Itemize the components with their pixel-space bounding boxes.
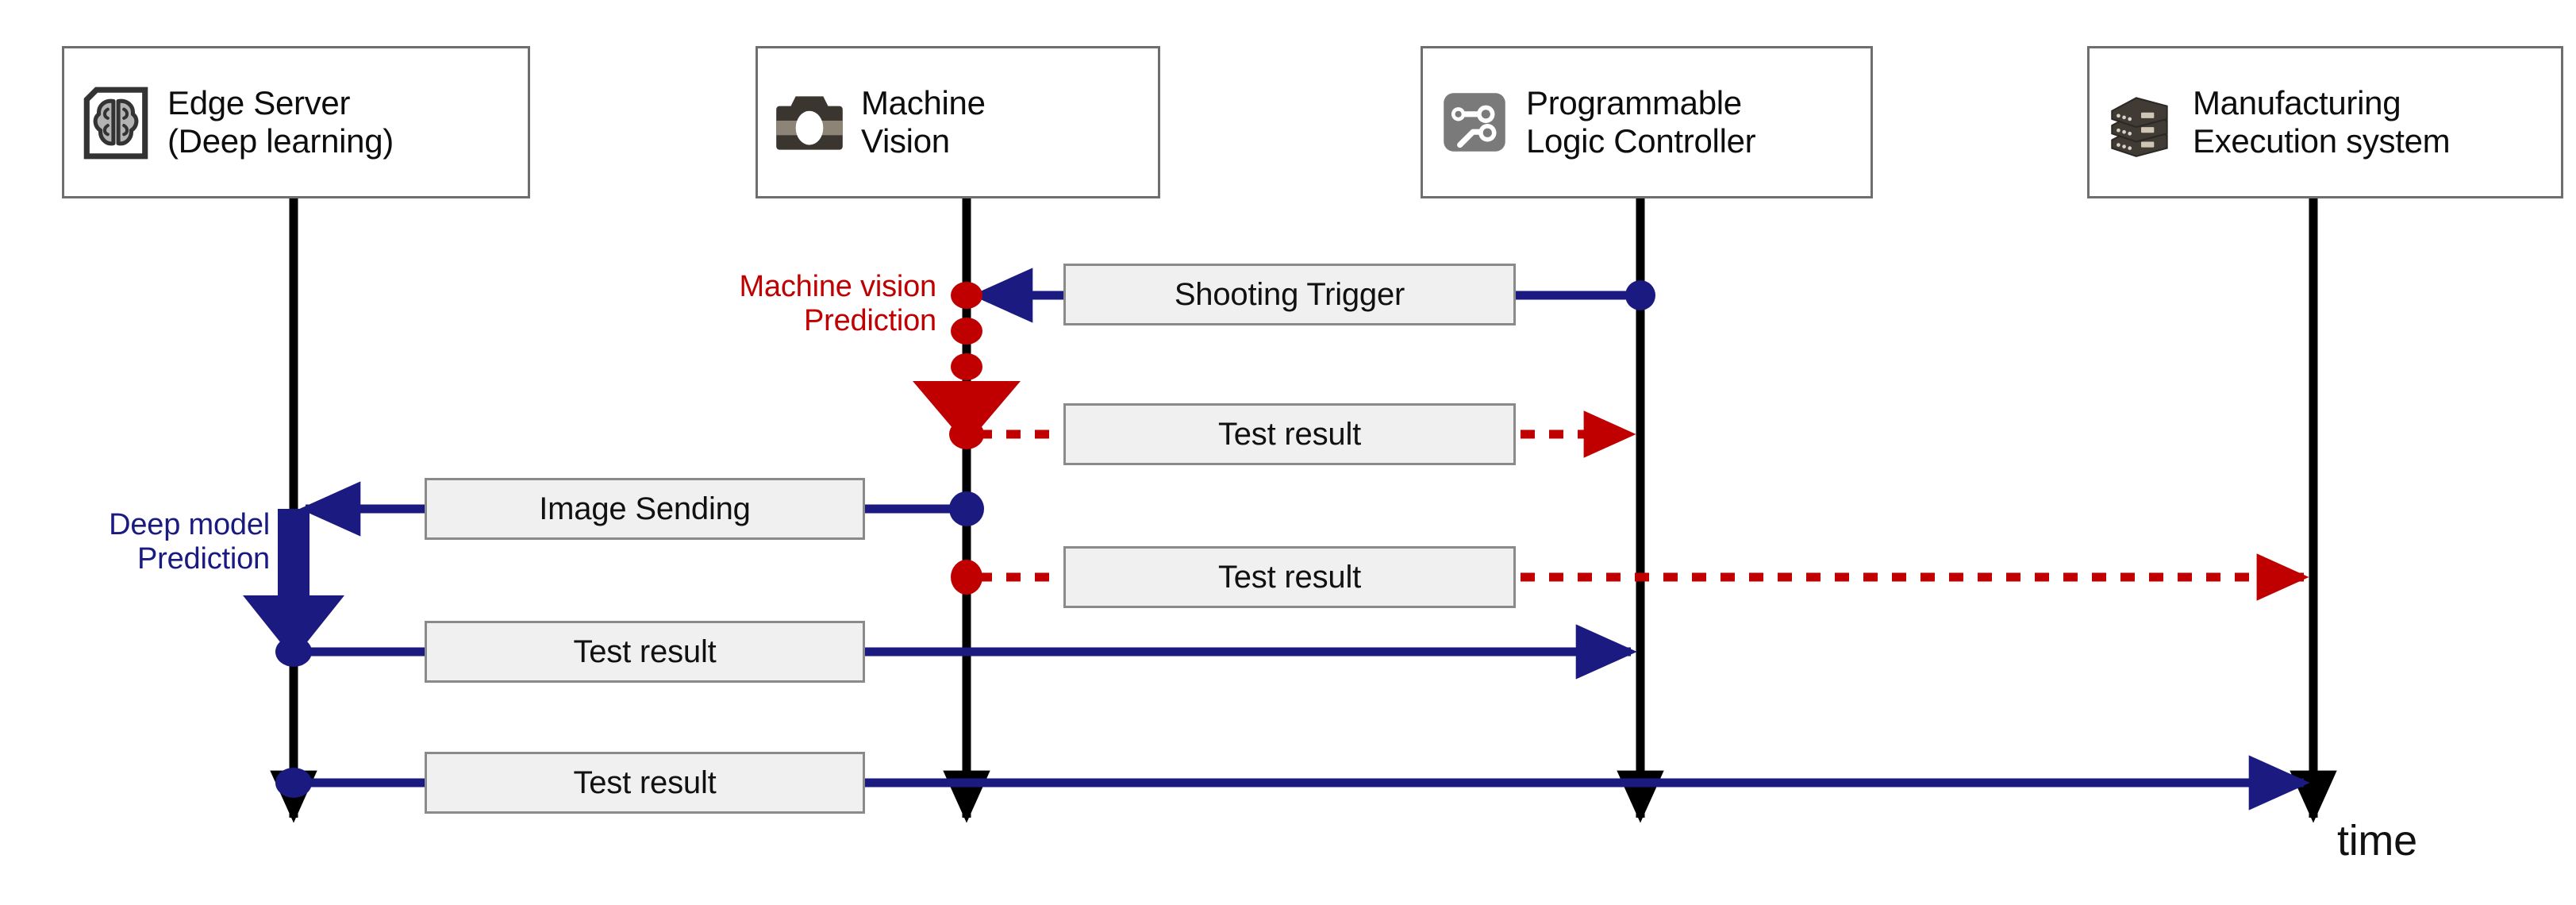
message-label-test-result-mv-mes[interactable]: Test result — [1063, 546, 1516, 608]
participant-label-mes: Manufacturing Execution system — [2193, 84, 2451, 160]
participant-plc[interactable]: Programmable Logic Controller — [1421, 46, 1873, 198]
annotation-machine-vision-prediction: Machine vision Prediction — [739, 270, 936, 337]
participant-machine-vision[interactable]: Machine Vision — [755, 46, 1160, 198]
message-label-test-result-mv-plc[interactable]: Test result — [1063, 403, 1516, 465]
circuit-board-icon — [1444, 93, 1505, 152]
participant-label-edge-server: Edge Server (Deep learning) — [167, 84, 394, 160]
message-label-test-result-edge-plc[interactable]: Test result — [425, 621, 865, 683]
message-label-shooting-trigger[interactable]: Shooting Trigger — [1063, 264, 1516, 325]
participant-label-plc: Programmable Logic Controller — [1526, 84, 1756, 160]
brain-chip-icon — [83, 87, 148, 160]
message-label-image-sending[interactable]: Image Sending — [425, 478, 865, 540]
participant-label-machine-vision: Machine Vision — [861, 84, 986, 160]
message-arrow-test-result-mv-mes — [951, 553, 2309, 601]
participant-mes[interactable]: Manufacturing Execution system — [2087, 46, 2563, 198]
machine-vision-prediction-marker — [913, 282, 1021, 449]
participant-edge-server[interactable]: Edge Server (Deep learning) — [62, 46, 530, 198]
message-label-test-result-edge-mes[interactable]: Test result — [425, 752, 865, 814]
camera-icon — [776, 96, 843, 150]
server-stack-icon — [2111, 97, 2168, 157]
annotation-deep-model-prediction: Deep model Prediction — [109, 508, 270, 576]
time-axis-label: time — [2337, 817, 2417, 865]
